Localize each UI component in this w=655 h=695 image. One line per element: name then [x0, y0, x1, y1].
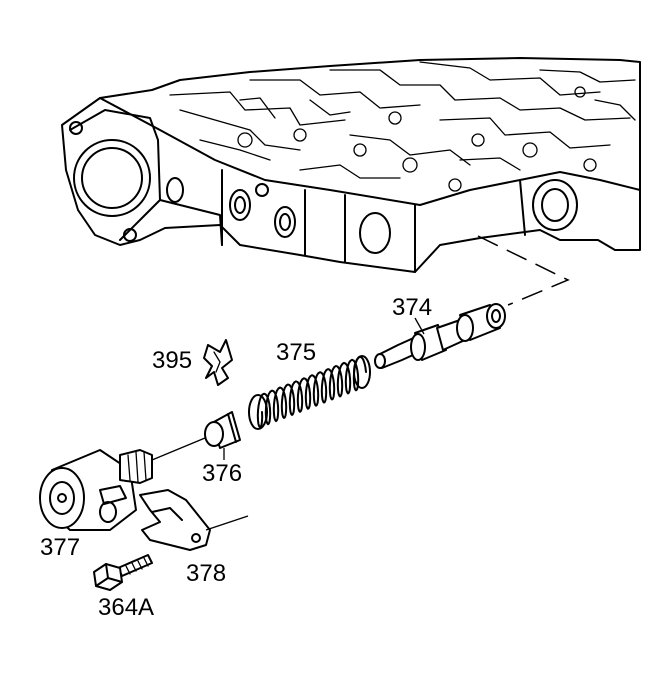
callout-377: 377	[40, 534, 81, 561]
valve-body	[61, 57, 641, 273]
bolt-364a	[93, 554, 153, 591]
callout-364a: 364A	[98, 594, 155, 621]
clip-395	[203, 339, 233, 386]
axis-line	[151, 437, 206, 461]
bracket-378	[139, 489, 249, 551]
callout-375: 375	[276, 339, 317, 366]
callout-376: 376	[202, 460, 243, 487]
solenoid-377	[39, 449, 153, 531]
callout-395: 395	[152, 347, 193, 374]
assembly-line	[477, 235, 570, 306]
valve-374	[374, 303, 506, 369]
callout-374: 374	[392, 294, 433, 321]
callout-378: 378	[186, 560, 227, 587]
spring-375	[248, 355, 371, 430]
plug-376	[204, 411, 241, 460]
